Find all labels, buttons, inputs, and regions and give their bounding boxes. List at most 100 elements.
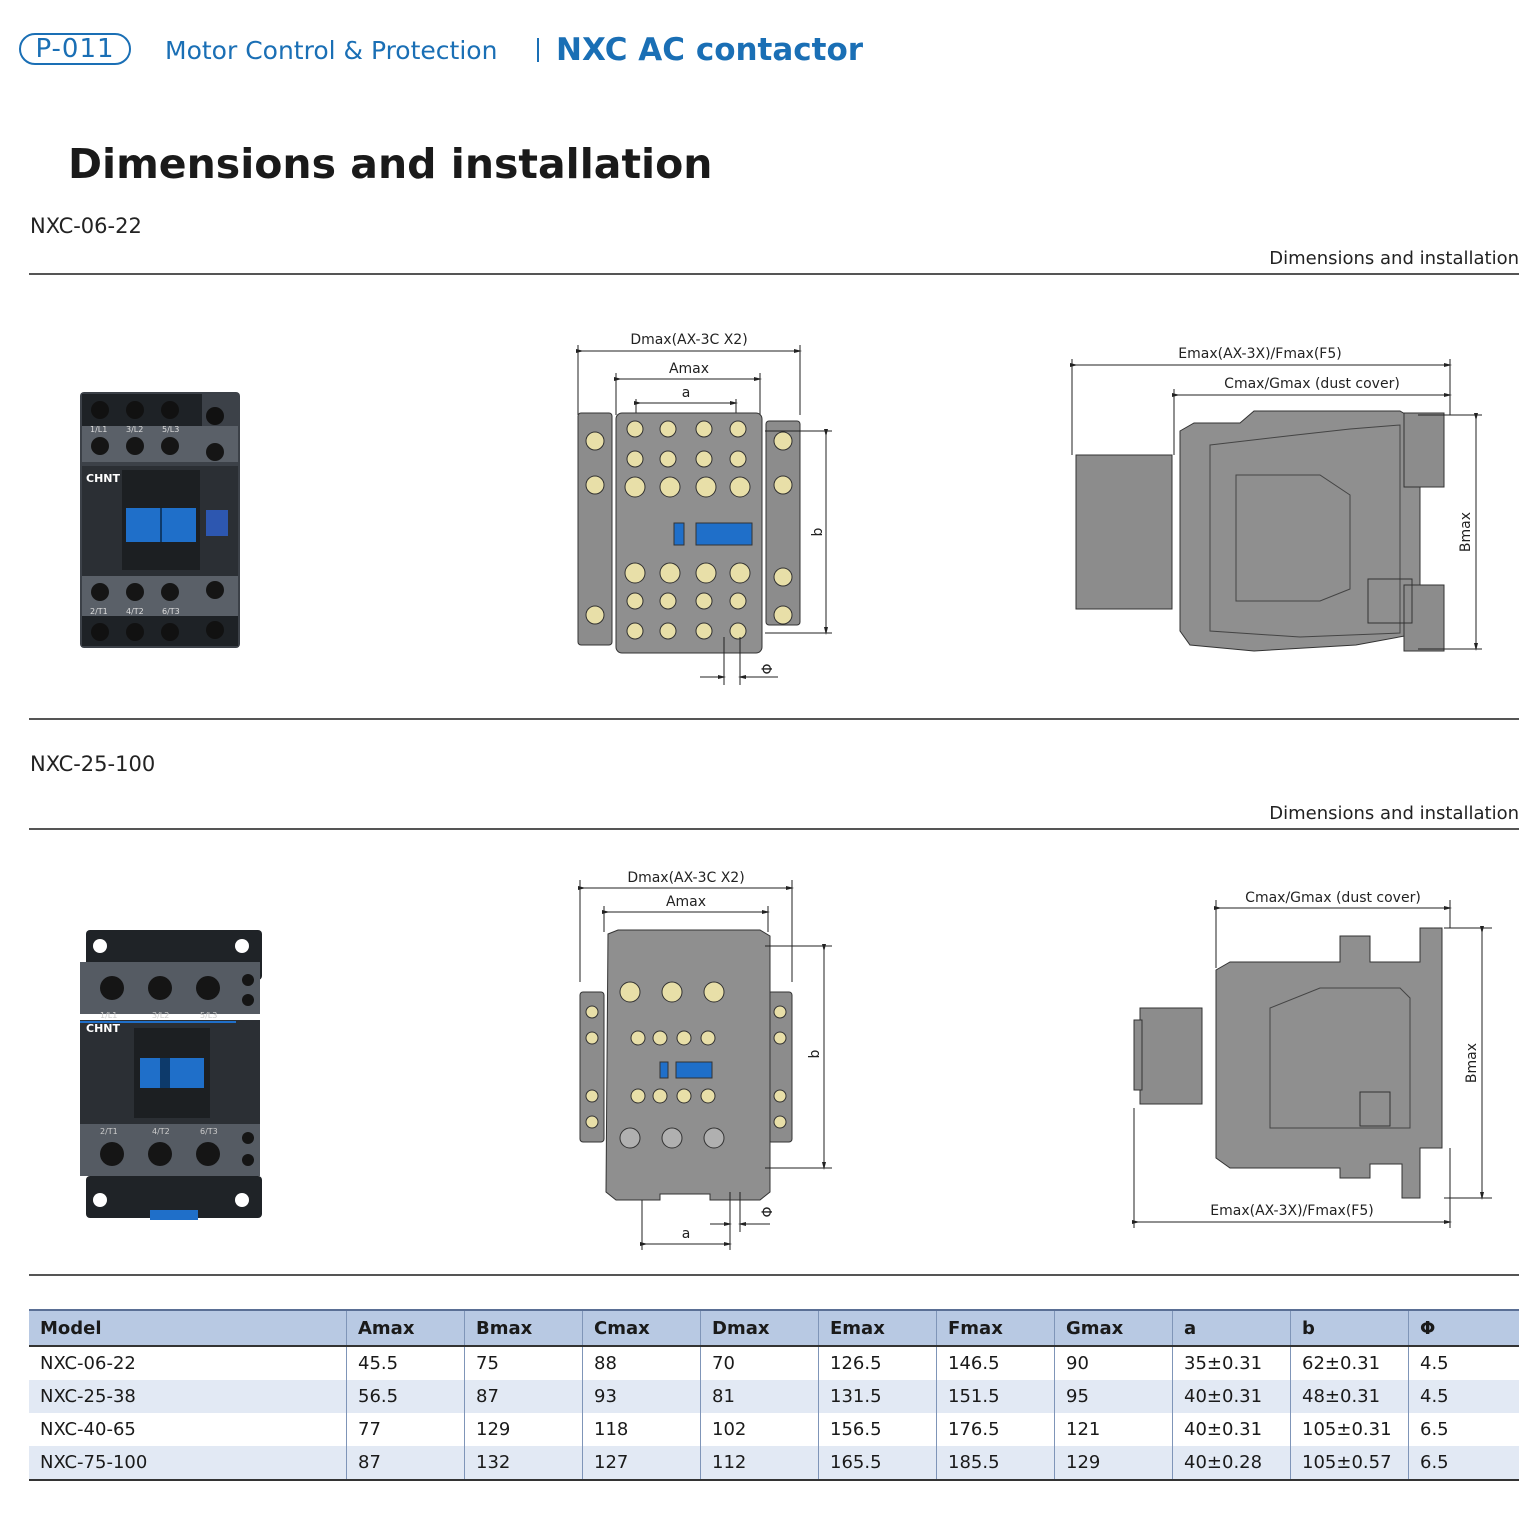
- page-number-badge: P-011: [19, 33, 131, 65]
- panel-2-product-photo: 1/L1 3/L2 5/L3 CHNT 2/T1 4/T2 6/T3: [80, 930, 262, 1220]
- table-cell: 45.5: [346, 1346, 465, 1380]
- panel-2-a-label: a: [682, 1226, 691, 1242]
- table-cell: 81: [700, 1380, 819, 1413]
- col-header-amax: Amax: [346, 1309, 465, 1347]
- table-cell: 87: [464, 1380, 583, 1413]
- panel-2-photo-terminal-l1: 1/L1: [100, 1011, 117, 1020]
- col-header-phi: Φ: [1408, 1309, 1519, 1347]
- table-cell: 40±0.31: [1172, 1413, 1291, 1446]
- col-header-bmax: Bmax: [464, 1309, 583, 1347]
- panel-1-cmax-label: Cmax/Gmax (dust cover): [1224, 376, 1400, 392]
- col-header-dmax: Dmax: [700, 1309, 819, 1347]
- panel-1-bmax-label: Bmax: [1458, 512, 1474, 552]
- table-cell: 156.5: [818, 1413, 937, 1446]
- table-cell: 176.5: [936, 1413, 1055, 1446]
- table-cell: 75: [464, 1346, 583, 1380]
- table-cell: 6.5: [1408, 1446, 1519, 1481]
- panel-2-photo-terminal-t1: 2/T1: [100, 1127, 118, 1136]
- panel-1-b-label: b: [810, 527, 826, 536]
- panel-2-phi-label: Φ: [760, 1206, 776, 1217]
- panel-2-photo-terminal-t3: 6/T3: [200, 1127, 218, 1136]
- table-cell: 131.5: [818, 1380, 937, 1413]
- dimensions-table: Model Amax Bmax Cmax Dmax Emax Fmax Gmax…: [29, 1309, 1519, 1481]
- table-cell: 77: [346, 1413, 465, 1446]
- table-cell: 121: [1054, 1413, 1173, 1446]
- col-header-b: b: [1290, 1309, 1409, 1347]
- panel-1-photo-terminal-l2: 3/L2: [126, 425, 143, 434]
- panel-1-dmax-label: Dmax(AX-3C X2): [630, 332, 747, 348]
- table-cell: 129: [1054, 1446, 1173, 1481]
- table-cell: NXC-40-65: [40, 1419, 136, 1440]
- table-cell: 112: [700, 1446, 819, 1481]
- table-cell: NXC-25-38: [29, 1380, 347, 1413]
- panel-1-photo-terminal-t3: 6/T3: [162, 607, 180, 616]
- panel-2-photo-terminal-t2: 4/T2: [152, 1127, 170, 1136]
- table-cell: 4.5: [1408, 1346, 1519, 1380]
- table-cell: 62±0.31: [1290, 1346, 1409, 1380]
- table-row: NXC-75-100 87 132 127 112 165.5 185.5 12…: [29, 1446, 1519, 1481]
- panel-2-model-label: NXC-25-100: [30, 752, 156, 776]
- panel-2-bottom-rule: [29, 1274, 1519, 1276]
- panel-2-amax-label: Amax: [666, 894, 706, 910]
- table-cell: 95: [1054, 1380, 1173, 1413]
- panel-1-photo-terminal-l1: 1/L1: [90, 425, 107, 434]
- table-cell: 127: [582, 1446, 701, 1481]
- table-cell: 40±0.28: [1172, 1446, 1291, 1481]
- table-cell: 185.5: [936, 1446, 1055, 1481]
- col-header-gmax: Gmax: [1054, 1309, 1173, 1347]
- panel-1-caption: Dimensions and installation: [1269, 248, 1519, 269]
- panel-2-bmax-label: Bmax: [1464, 1043, 1480, 1083]
- panel-1-photo-terminal-t2: 4/T2: [126, 607, 144, 616]
- panel-1-photo-brand: CHNT: [86, 472, 120, 485]
- panel-2-cmax-label: Cmax/Gmax (dust cover): [1245, 890, 1421, 906]
- col-header-model: Model: [29, 1309, 347, 1347]
- panel-1-bottom-rule: [29, 718, 1519, 720]
- table-cell: 93: [582, 1380, 701, 1413]
- table-cell: 129: [464, 1413, 583, 1446]
- panel-1-photo-terminal-t1: 2/T1: [90, 607, 108, 616]
- table-cell: 70: [700, 1346, 819, 1380]
- table-cell: 40±0.31: [1172, 1380, 1291, 1413]
- page-title: Dimensions and installation: [68, 140, 713, 188]
- table-cell: NXC-75-100: [29, 1446, 347, 1481]
- table-cell: 87: [346, 1446, 465, 1481]
- table-cell: 151.5: [936, 1380, 1055, 1413]
- panel-2-photo-brand: CHNT: [86, 1022, 120, 1035]
- table-cell: 132: [464, 1446, 583, 1481]
- table-cell: 118: [582, 1413, 701, 1446]
- table-row: NXC-40-65 77 129 118 102 156.5 176.5 121…: [29, 1413, 1519, 1446]
- panel-1-a-label: a: [682, 385, 691, 401]
- panel-1-emax-label: Emax(AX-3X)/Fmax(F5): [1178, 346, 1341, 362]
- table-row: NXC-25-38 56.5 87 93 81 131.5 151.5 95 4…: [29, 1380, 1519, 1413]
- panel-2-b-label: b: [807, 1049, 823, 1058]
- panel-2-side-drawing: Cmax/Gmax (dust cover) Emax(AX-3X)/Fmax(…: [1132, 890, 1492, 1228]
- table-cell: 4.5: [1408, 1380, 1519, 1413]
- panel-2-top-rule: [29, 828, 1519, 830]
- table-cell: 126.5: [818, 1346, 937, 1380]
- panel-1-side-drawing: Emax(AX-3X)/Fmax(F5) Cmax/Gmax (dust cov…: [1070, 346, 1482, 652]
- table-header-row: Model Amax Bmax Cmax Dmax Emax Fmax Gmax…: [29, 1309, 1519, 1347]
- table-cell: 165.5: [818, 1446, 937, 1481]
- panel-1-phi-label: Φ: [760, 663, 776, 674]
- col-header-cmax: Cmax: [582, 1309, 701, 1347]
- panel-2-front-drawing: Dmax(AX-3C X2) Amax b Φ a: [578, 870, 832, 1250]
- panel-1-top-rule: [29, 273, 1519, 275]
- panel-1-photo-terminal-l3: 5/L3: [162, 425, 179, 434]
- table-cell: 56.5: [346, 1380, 465, 1413]
- panel-1-front-drawing: Dmax(AX-3C X2) Amax a b Φ: [576, 332, 832, 685]
- panel-2-photo-terminal-l2: 3/L2: [152, 1011, 169, 1020]
- panel-1-product-photo: 1/L1 3/L2 5/L3 CHNT 2/T1 4/T2 6/T3: [80, 392, 240, 648]
- table-cell: 102: [700, 1413, 819, 1446]
- table-cell: 90: [1054, 1346, 1173, 1380]
- panel-2-caption: Dimensions and installation: [1269, 803, 1519, 824]
- panel-2-photo-terminal-l3: 5/L3: [200, 1011, 217, 1020]
- panel-1-model-label: NXC-06-22: [30, 214, 142, 238]
- panel-1-amax-label: Amax: [669, 361, 709, 377]
- col-header-fmax: Fmax: [936, 1309, 1055, 1347]
- table-row: NXC-06-22 45.5 75 88 70 126.5 146.5 90 3…: [29, 1346, 1519, 1380]
- section-label: Motor Control & Protection: [165, 36, 498, 65]
- table-cell: 6.5: [1408, 1413, 1519, 1446]
- table-cell: 88: [582, 1346, 701, 1380]
- col-header-a: a: [1172, 1309, 1291, 1347]
- table-cell: 105±0.31: [1290, 1413, 1409, 1446]
